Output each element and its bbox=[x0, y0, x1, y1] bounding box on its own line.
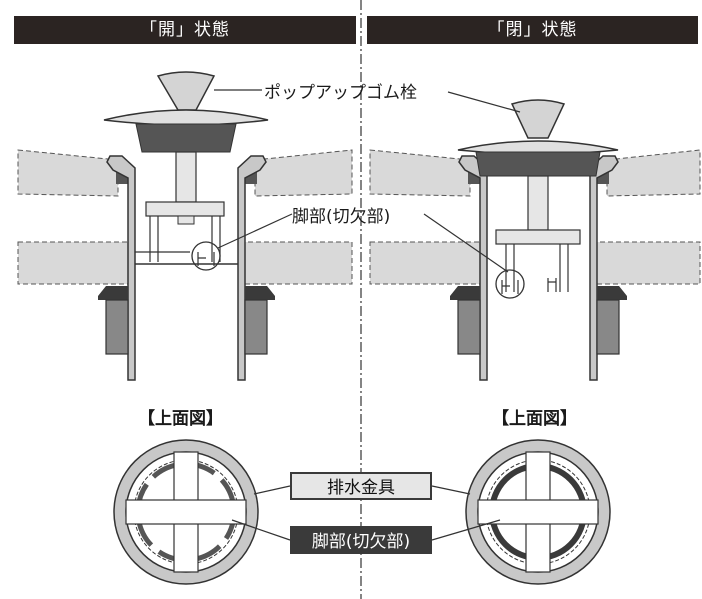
counter-upper-right-r bbox=[606, 149, 701, 197]
counter-upper-left bbox=[17, 149, 119, 197]
counter-lower-left bbox=[17, 241, 131, 285]
leg-notch-circle-right bbox=[495, 269, 525, 299]
label-top-view-right: 【上面図】 bbox=[492, 409, 577, 429]
counter-upper-right bbox=[254, 149, 353, 197]
label-drain-fitting: 排水金具 bbox=[290, 472, 432, 500]
stopper-cap bbox=[103, 109, 269, 126]
label-leg-notch: 脚部(切欠部) bbox=[290, 526, 432, 554]
counter-upper-left-r bbox=[369, 149, 471, 197]
header-open: 「開」状態 bbox=[14, 16, 356, 44]
label-top-view-left: 【上面図】 bbox=[138, 409, 223, 429]
leg-notch-circle-left bbox=[191, 241, 221, 271]
top-view-open bbox=[113, 439, 259, 585]
open-state-drawing bbox=[17, 71, 353, 381]
top-view-closed bbox=[465, 439, 611, 585]
counter-lower-right bbox=[239, 241, 353, 285]
closed-state-drawing bbox=[369, 99, 701, 381]
label-stopper: ポップアップゴム栓 bbox=[264, 83, 417, 103]
counter-lower-left-r bbox=[369, 241, 483, 285]
counter-lower-right-r bbox=[591, 241, 701, 285]
stopper-knob bbox=[156, 71, 216, 111]
header-closed: 「閉」状態 bbox=[367, 16, 698, 44]
label-leg: 脚部(切欠部) bbox=[292, 207, 391, 227]
